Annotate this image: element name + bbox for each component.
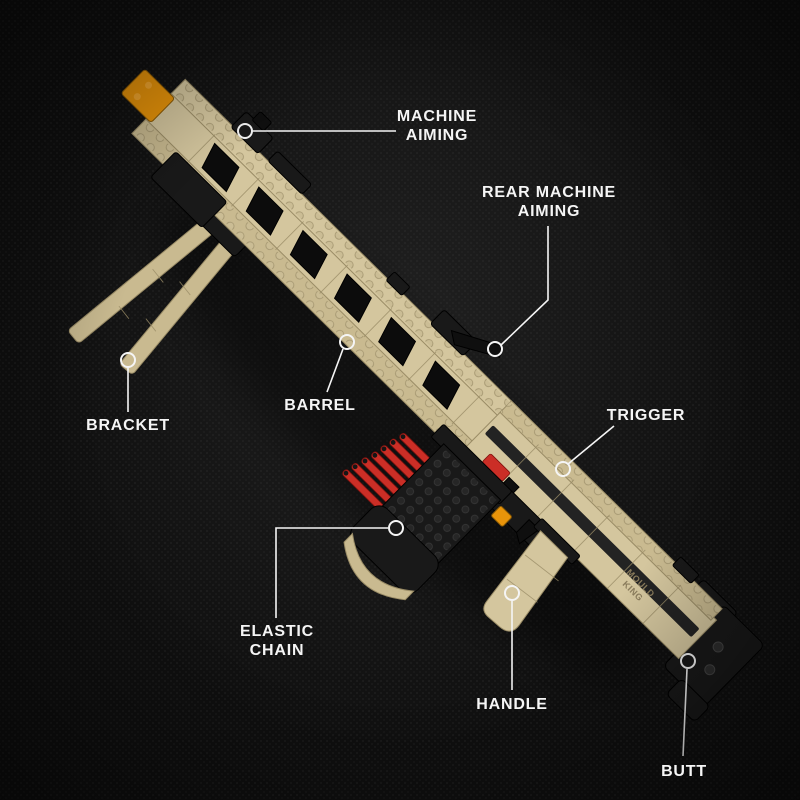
bipod-bracket xyxy=(68,199,254,374)
label-line: BRACKET xyxy=(86,417,170,434)
callout-handle-label: HANDLE xyxy=(476,695,547,714)
callout-machine-aiming-label: MACHINE AIMING xyxy=(397,107,477,145)
label-line: TRIGGER xyxy=(606,407,686,424)
callout-trigger-label: TRIGGER xyxy=(607,406,686,425)
magazine xyxy=(342,424,512,601)
callout-rear-machine-aiming-label: REAR MACHINE AIMING xyxy=(482,183,616,221)
drum-bottom-plate xyxy=(343,532,415,601)
orange-detail-brick xyxy=(491,506,512,527)
callout-elastic-chain-label: ELASTIC CHAIN xyxy=(240,622,314,660)
brick-seams xyxy=(118,268,191,332)
brick-gun-model: MOULD KING xyxy=(68,69,763,721)
stock-top-brick xyxy=(672,557,699,584)
chain-pin xyxy=(390,440,396,445)
muzzle-tip xyxy=(121,69,175,123)
chain-pin xyxy=(343,470,349,476)
label-line: REAR MACHINE xyxy=(481,184,617,201)
muzzle-brick xyxy=(121,69,175,123)
chain-pin xyxy=(362,458,368,464)
callout-trigger-line xyxy=(567,425,615,465)
sling-mount xyxy=(386,271,410,296)
gas-block xyxy=(151,152,227,228)
callout-trigger-marker xyxy=(555,461,571,477)
barrel-vent xyxy=(201,142,240,193)
callout-rear-machine-aiming-marker xyxy=(487,341,503,357)
callout-barrel-line xyxy=(326,348,344,393)
label-line: AIMING xyxy=(517,203,581,220)
stud xyxy=(144,81,152,89)
barrel-vent xyxy=(422,360,461,411)
barrel-vent xyxy=(378,316,417,367)
callout-bracket-label: BRACKET xyxy=(86,416,170,435)
callout-bracket-marker xyxy=(120,352,136,368)
callout-elastic-chain-line xyxy=(275,527,388,618)
stud-texture xyxy=(384,448,497,560)
callout-barrel-label: BARREL xyxy=(284,396,355,415)
chain-pin xyxy=(352,464,358,470)
callout-butt-marker xyxy=(680,653,696,669)
callout-elastic-chain-marker xyxy=(388,520,404,536)
chain-pin xyxy=(372,452,378,458)
label-line: HANDLE xyxy=(476,696,548,713)
callout-rear-machine-aiming-line xyxy=(500,226,549,346)
front-sight-post xyxy=(252,111,272,131)
barrel-vent xyxy=(333,273,372,323)
grip-body xyxy=(483,530,569,632)
brick-seams xyxy=(186,133,481,425)
label-line: MACHINE xyxy=(396,108,478,125)
charging-handle xyxy=(268,151,312,194)
callout-leaders xyxy=(120,123,696,757)
label-line: ELASTIC xyxy=(239,623,315,640)
stud xyxy=(133,93,141,101)
label-line: BARREL xyxy=(284,397,356,414)
label-line: BUTT xyxy=(661,763,707,780)
barrel-vent xyxy=(245,186,284,236)
callout-barrel-marker xyxy=(339,334,355,350)
callout-butt-label: BUTT xyxy=(661,762,707,781)
label-line: AIMING xyxy=(405,127,469,144)
barrel-vent xyxy=(289,229,328,280)
brick-seams xyxy=(506,554,559,603)
callout-butt-line xyxy=(682,668,688,757)
receiver-stripe xyxy=(485,425,699,637)
receiver: MOULD KING xyxy=(464,400,723,660)
stud-texture xyxy=(500,402,721,620)
chain-pin xyxy=(381,446,387,452)
stud-texture xyxy=(172,80,519,423)
butt-hook xyxy=(667,679,709,721)
chain-pin xyxy=(400,434,406,440)
label-line: CHAIN xyxy=(249,642,305,659)
brick-seams xyxy=(500,444,682,624)
callout-handle-marker xyxy=(504,585,520,601)
handle-grip xyxy=(483,518,580,632)
pin-hole xyxy=(712,641,724,653)
pin-hole xyxy=(704,664,716,676)
callout-machine-aiming-marker xyxy=(237,123,253,139)
